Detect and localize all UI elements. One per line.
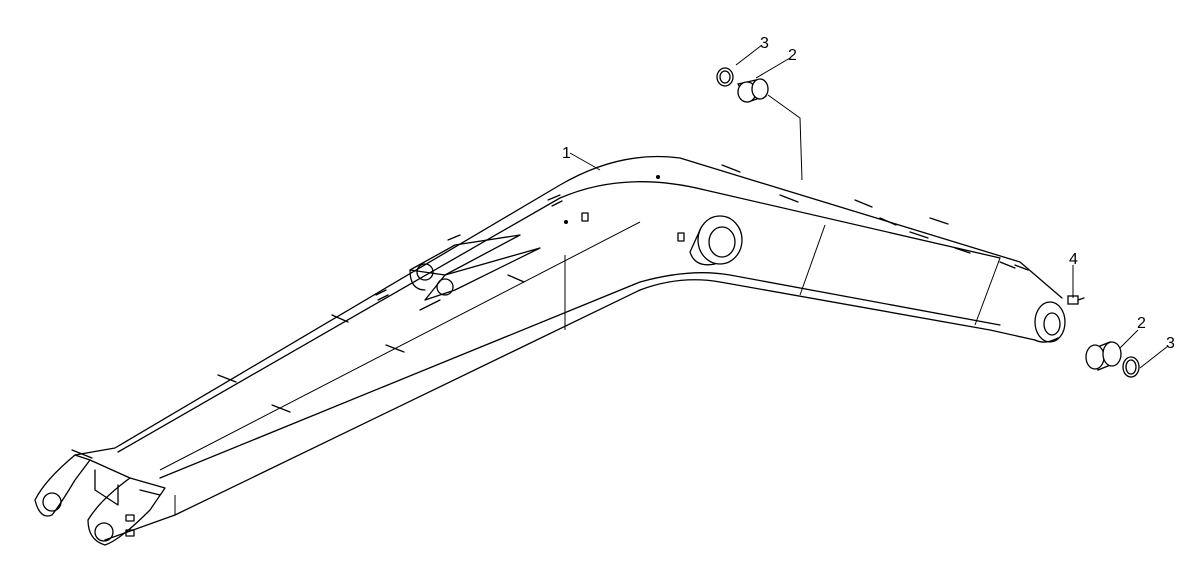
callout-4: 4 [1069, 251, 1078, 268]
front-pin-hole-left [42, 492, 62, 512]
front-pin-hole-right [94, 522, 114, 542]
bushing-top [737, 78, 769, 103]
center-boss [697, 215, 743, 265]
callout-2-top: 2 [788, 47, 797, 64]
callout-3-top: 3 [760, 35, 769, 52]
rear-pin-boss [1034, 301, 1066, 343]
grease-fitting [1067, 295, 1085, 305]
boom [34, 155, 1066, 546]
callout-3-right: 3 [1166, 335, 1175, 352]
shim-ring-top [716, 67, 734, 87]
leader-lines [569, 44, 1169, 369]
bushing-right [1085, 341, 1122, 371]
callout-1: 1 [562, 145, 571, 162]
callout-2-right: 2 [1137, 315, 1146, 332]
shim-ring-right [1122, 356, 1140, 378]
